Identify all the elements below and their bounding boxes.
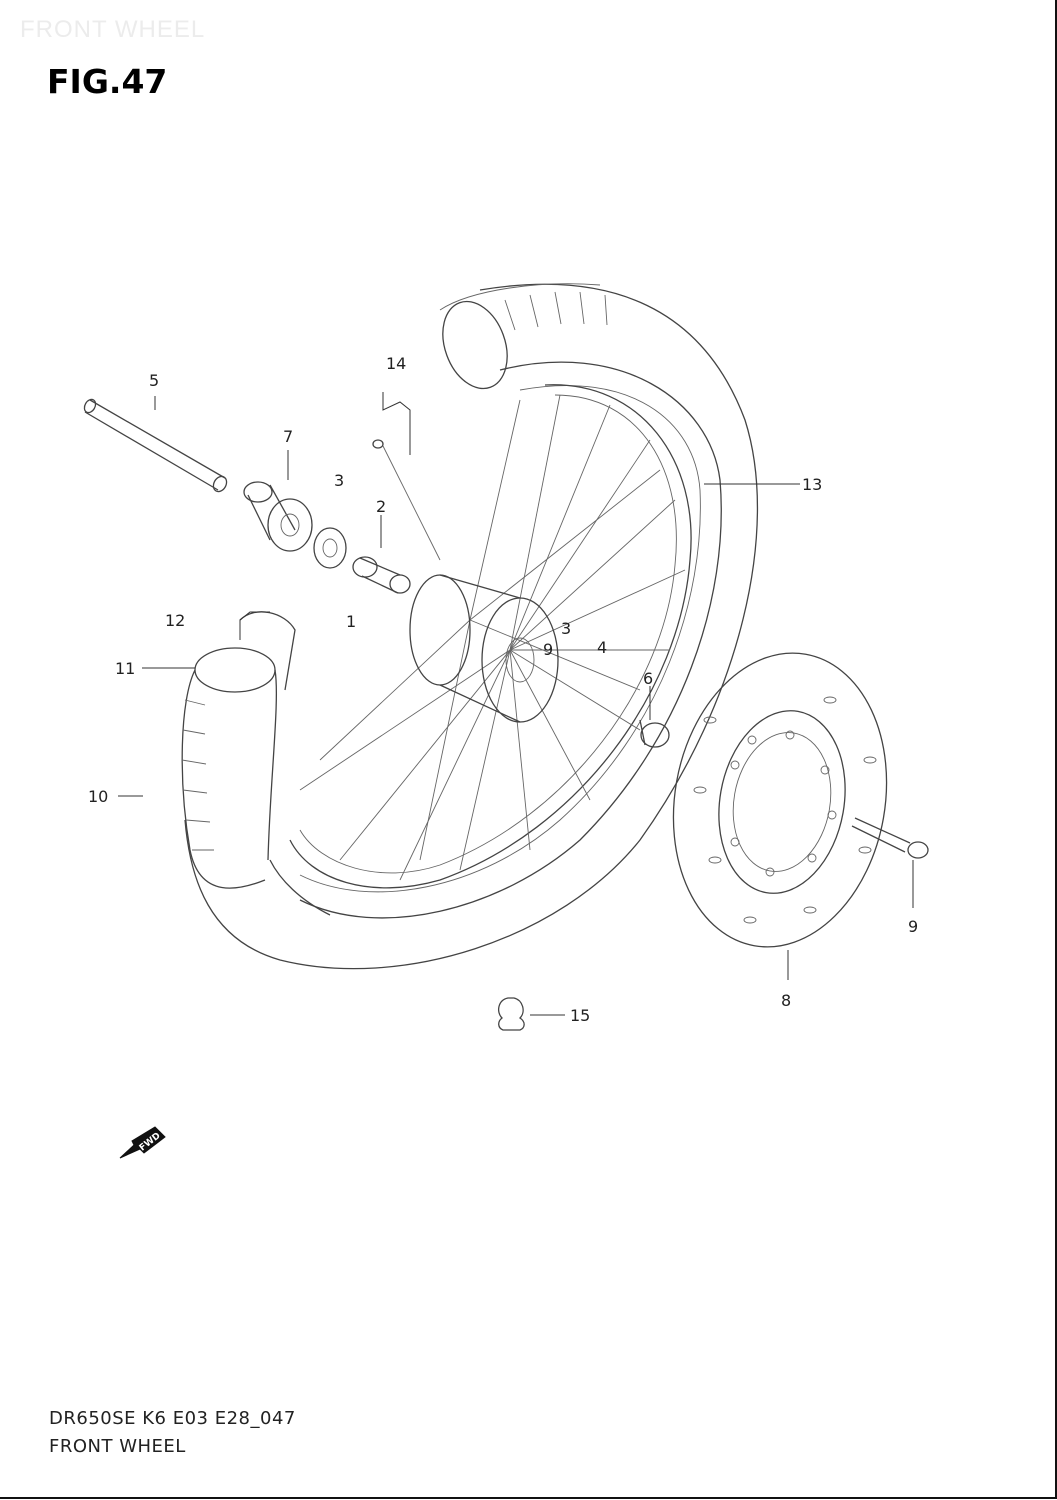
callout-5: 5 <box>149 371 159 390</box>
callout-3-hub: 3 <box>561 619 571 638</box>
callout-11: 11 <box>115 659 135 678</box>
callout-2: 2 <box>376 497 386 516</box>
brake-disc <box>672 652 888 948</box>
fwd-arrow-icon: FWD <box>119 1126 166 1159</box>
callout-15: 15 <box>570 1006 590 1025</box>
footer-model-code: DR650SE K6 E03 E28_047 <box>49 1408 296 1429</box>
callout-9-hub: 9 <box>543 640 553 659</box>
tire <box>184 283 759 970</box>
leader-lines <box>118 392 914 1016</box>
disc-bolt <box>851 817 929 859</box>
callout-numbers: 5 14 7 3 2 13 12 1 3 4 9 6 11 10 9 8 15 <box>88 354 918 1025</box>
axle-spacer <box>243 481 296 541</box>
footer-caption: FRONT WHEEL <box>49 1436 186 1457</box>
callout-1: 1 <box>346 612 356 631</box>
callout-3-bearing: 3 <box>334 471 344 490</box>
axle <box>83 398 228 493</box>
callout-7: 7 <box>283 427 293 446</box>
header-watermark: FRONT WHEEL <box>20 16 206 43</box>
callout-9-disc: 9 <box>908 917 918 936</box>
callout-14: 14 <box>386 354 406 373</box>
collar <box>639 719 670 748</box>
figure-title: FIG.47 <box>47 62 168 101</box>
wheel-bearing <box>267 498 347 569</box>
callout-4: 4 <box>597 638 607 657</box>
bearing-spacer <box>352 556 411 594</box>
callout-8: 8 <box>781 991 791 1010</box>
valve-cap <box>497 997 525 1031</box>
rim-and-spokes <box>289 384 692 889</box>
spoke-nipple <box>372 439 441 561</box>
callout-10: 10 <box>88 787 108 806</box>
callout-12: 12 <box>165 611 185 630</box>
hub <box>409 574 559 723</box>
callout-6: 6 <box>643 669 653 688</box>
callout-13: 13 <box>802 475 822 494</box>
tube <box>181 611 331 916</box>
